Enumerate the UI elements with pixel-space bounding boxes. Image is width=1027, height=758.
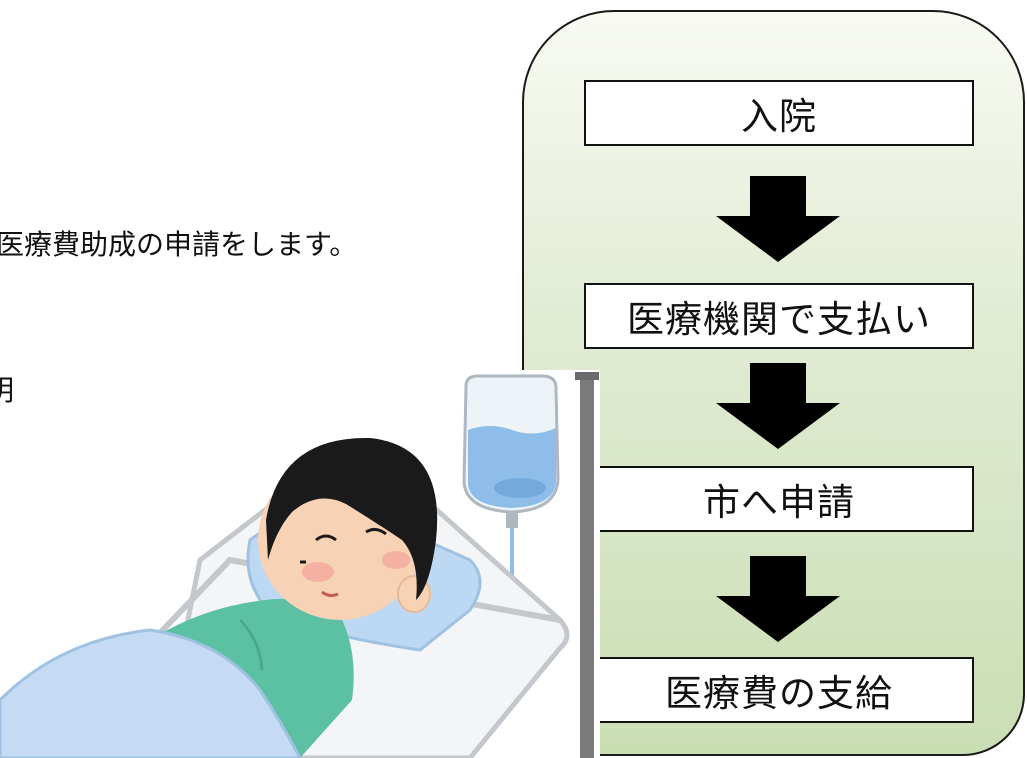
- flow-step-admission: 入院: [584, 80, 974, 146]
- down-arrow-icon: [716, 176, 840, 262]
- down-arrow-icon: [716, 363, 840, 449]
- flow-step-payment: 医療機関で支払い: [584, 283, 974, 349]
- instruction-text: 医療費助成の申請をします。: [0, 228, 358, 261]
- hospital-patient-illustration: [0, 370, 600, 758]
- patient-hair: [266, 437, 438, 600]
- blanket: [0, 628, 302, 758]
- down-arrow-icon: [716, 556, 840, 642]
- flow-step-application: 市へ申請: [584, 466, 974, 532]
- iv-pole: [580, 372, 594, 758]
- flow-step-reimbursement: 医療費の支給: [584, 657, 974, 723]
- partial-text: 明: [0, 374, 15, 407]
